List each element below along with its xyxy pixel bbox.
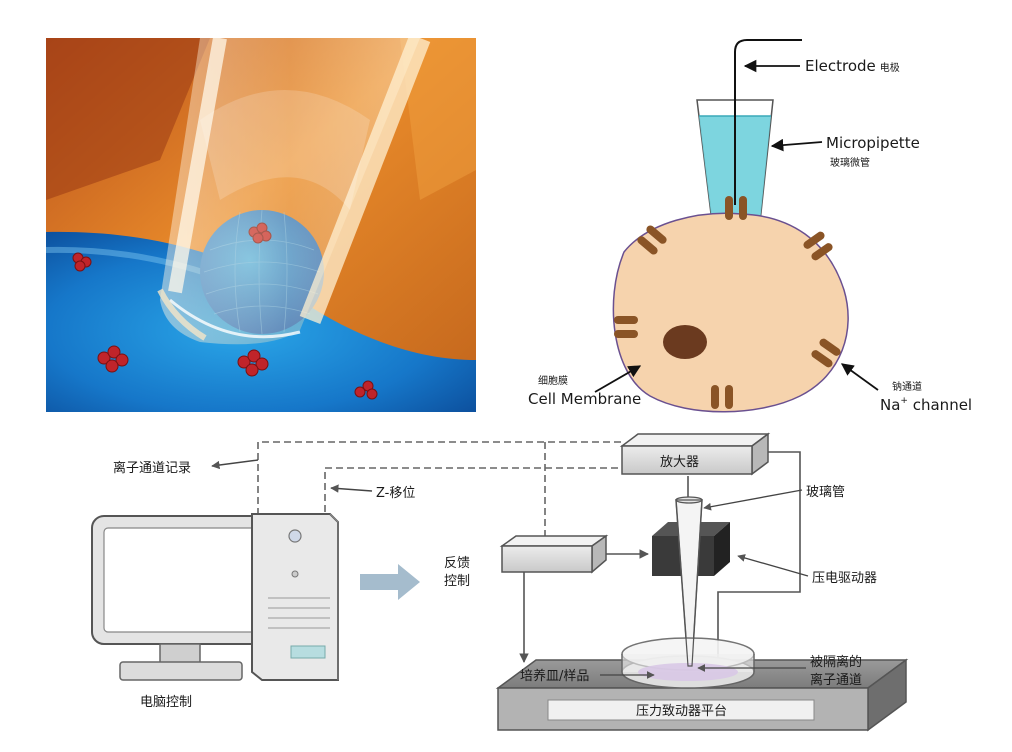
- piezo-stage-label: 压力致动器平台: [636, 704, 727, 719]
- glass-tube-label: 玻璃管: [806, 485, 845, 500]
- ion-channel-record-label: 离子通道记录: [113, 460, 191, 476]
- drive-slot: [290, 645, 326, 659]
- micropipette-label-zh: 玻璃微管: [830, 156, 870, 169]
- amplifier-box: [619, 432, 771, 476]
- feedback-control-box: [499, 534, 609, 574]
- channel-label-zh: 钠通道: [892, 380, 922, 393]
- channel-label: Na+ channel: [880, 396, 972, 414]
- computer-control-label: 电脑控制: [140, 695, 192, 710]
- membrane-label-zh: 细胞膜: [538, 374, 568, 387]
- monitor-stand: [119, 661, 243, 681]
- patch-illustration: [46, 38, 476, 412]
- electrode-wire: [734, 39, 802, 205]
- cell-body: [612, 212, 849, 413]
- amplifier-label: 放大器: [660, 455, 699, 470]
- signal-lines: [257, 441, 626, 536]
- piezo-driver-label: 压电驱动器: [812, 571, 877, 586]
- feedback-label-2: 控制: [444, 574, 470, 589]
- transfer-arrow-icon: [360, 564, 420, 600]
- control-lines: [687, 451, 801, 660]
- monitor-screen: [103, 527, 257, 633]
- isolated-channel-label-2: 离子通道: [810, 672, 862, 688]
- setup-schematic: 离子通道记录 Z-移位 电脑控制 反馈: [91, 432, 909, 732]
- feedback-label-1: 反馈: [444, 556, 470, 571]
- nucleus: [663, 325, 707, 359]
- micropipette-label: Micropipette: [826, 134, 920, 152]
- culture-dish-label: 培养皿/样品: [520, 668, 589, 684]
- sodium-channels: [614, 196, 841, 409]
- computer: 电脑控制: [91, 513, 339, 710]
- power-button-icon: [288, 529, 302, 543]
- z-shift-label: Z-移位: [376, 486, 415, 501]
- membrane-label: Cell Membrane: [528, 390, 641, 408]
- isolated-channel-label-1: 被隔离的: [810, 654, 862, 670]
